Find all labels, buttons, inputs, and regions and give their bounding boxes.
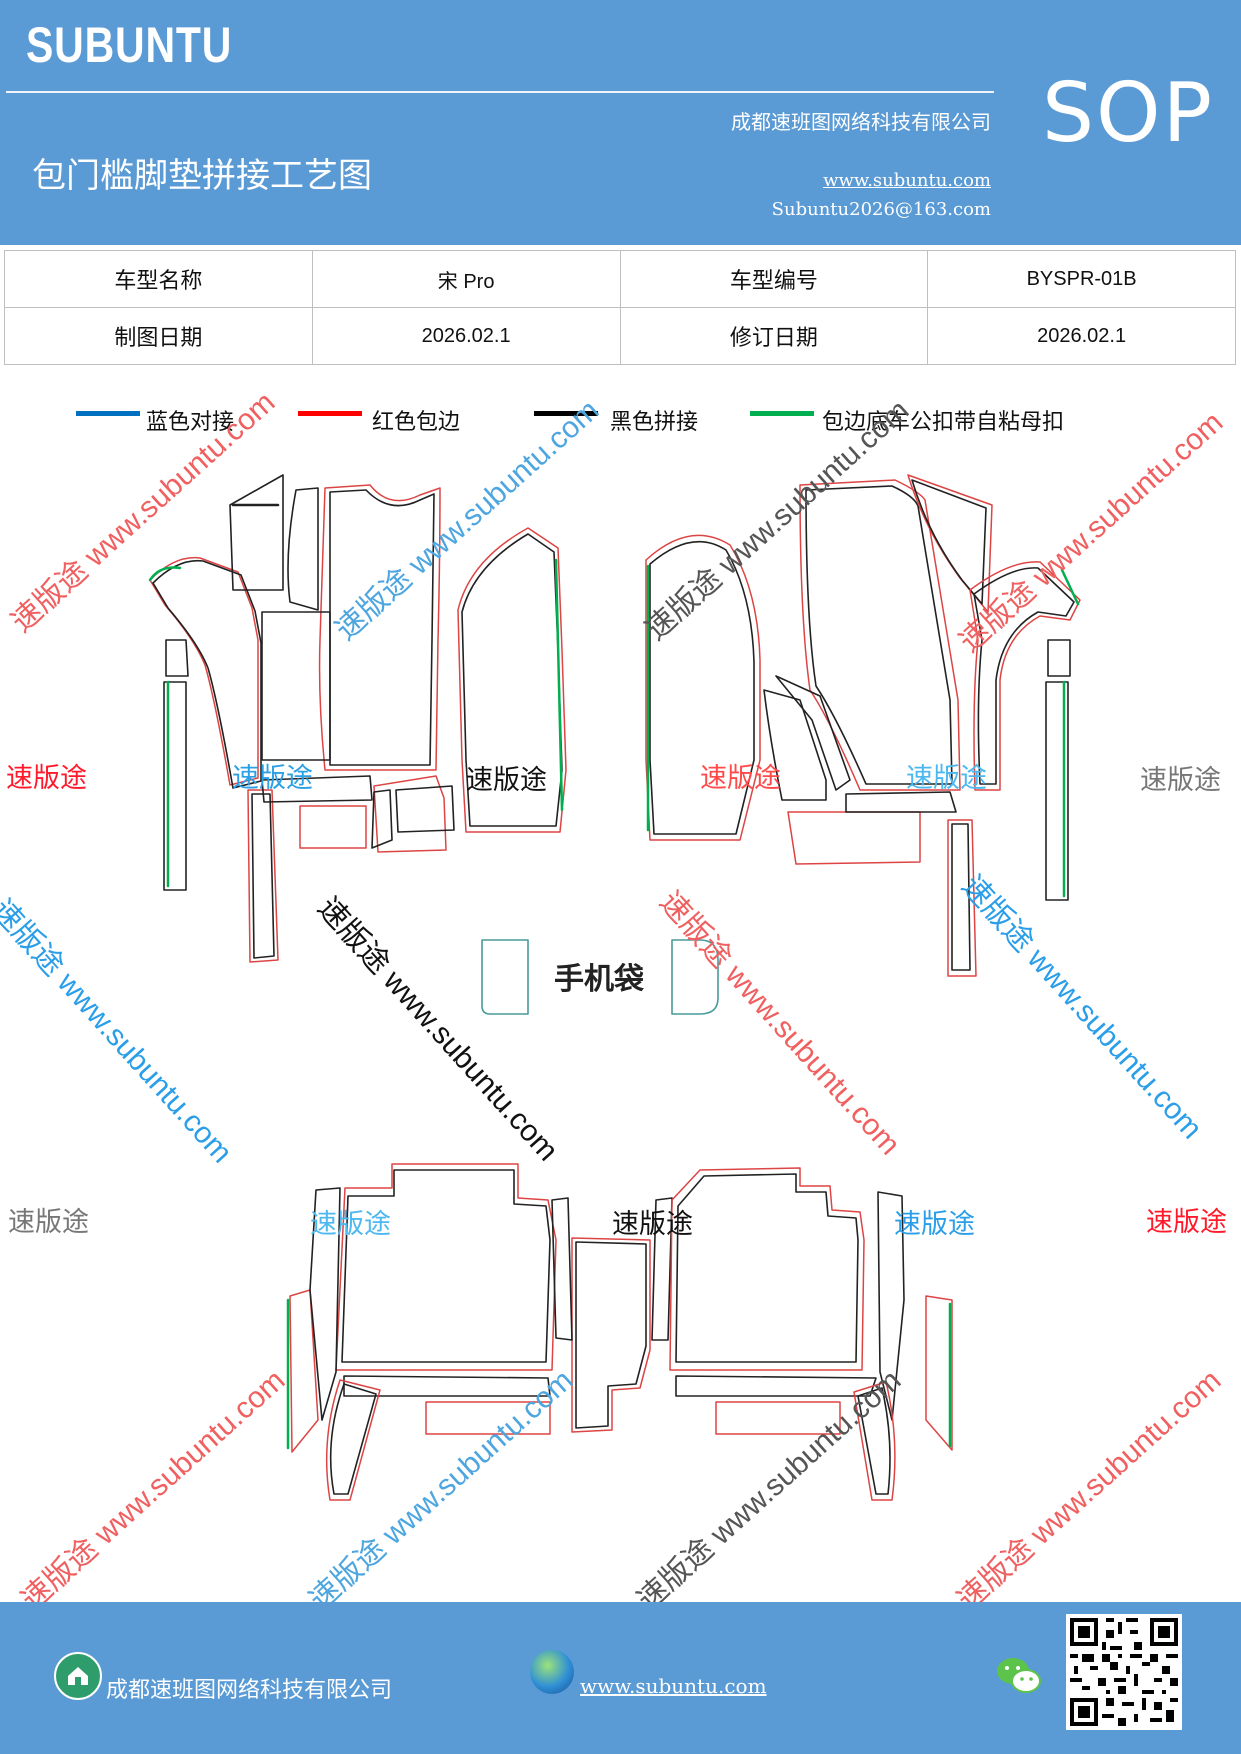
header-company: 成都速班图网络科技有限公司	[731, 110, 991, 134]
legend-swatch	[534, 411, 598, 416]
watermark-label: 速版途	[894, 1209, 975, 1240]
draw-date-value: 2026.02.1	[311, 307, 621, 365]
document-title: 包门槛脚垫拼接工艺图	[32, 156, 372, 196]
sop-badge: SOP	[1042, 66, 1215, 161]
color-legend: 蓝色对接 红色包边 黑色拼接 包边底车公扣带自粘母扣	[0, 400, 1241, 440]
brand-logo: SUBUNTU	[26, 17, 233, 73]
legend-swatch	[750, 411, 814, 416]
watermark-label: 速版途	[466, 765, 547, 796]
model-code-label: 车型编号	[619, 250, 929, 308]
header-email: Subuntu2026@163.com	[771, 199, 991, 220]
table-row: 车型名称 宋 Pro 车型编号 BYSPR-01B	[4, 250, 1236, 308]
header-website-link[interactable]: www.subuntu.com	[823, 170, 991, 191]
watermark-label: 速版途	[700, 763, 781, 794]
legend-label: 红色包边	[372, 410, 461, 435]
watermark-label: 速版途	[8, 1207, 89, 1238]
footer-company: 成都速班图网络科技有限公司	[106, 1678, 393, 1703]
qr-code-icon	[1066, 1614, 1182, 1730]
revise-date-value: 2026.02.1	[927, 307, 1236, 365]
phone-pocket-right	[671, 939, 719, 1015]
top-left-front-mat-pieces	[148, 474, 567, 963]
wechat-icon	[994, 1654, 1044, 1698]
globe-icon	[530, 1650, 574, 1694]
legend-swatch	[298, 411, 362, 416]
legend-label: 包边底车公扣带自粘母扣	[822, 410, 1065, 435]
rear-mat-pieces	[286, 1163, 953, 1501]
legend-label: 黑色拼接	[610, 410, 699, 435]
watermark-label: 速版途	[6, 763, 87, 794]
mat-pattern-diagram	[148, 474, 1081, 1501]
model-name-label: 车型名称	[4, 250, 313, 308]
phone-pocket-left	[481, 939, 529, 1015]
legend-label: 蓝色对接	[146, 410, 235, 435]
top-right-front-mat-pieces	[645, 474, 1081, 977]
model-name-value: 宋 Pro	[311, 250, 621, 308]
table-row: 制图日期 2026.02.1 修订日期 2026.02.1	[4, 307, 1236, 365]
watermark-label: 速版途	[232, 763, 313, 794]
watermark-label: 速版途	[612, 1209, 693, 1240]
revise-date-label: 修订日期	[619, 307, 929, 365]
header-divider	[6, 91, 994, 93]
company-home-icon	[54, 1652, 102, 1700]
draw-date-label: 制图日期	[4, 307, 313, 365]
watermark-label: 速版途	[310, 1209, 391, 1240]
model-code-value: BYSPR-01B	[927, 250, 1236, 308]
footer-website-link[interactable]: www.subuntu.com	[580, 1674, 767, 1698]
legend-swatch	[76, 411, 140, 416]
phone-pocket-label: 手机袋	[554, 962, 644, 997]
footer-banner: 成都速班图网络科技有限公司 www.subuntu.com	[0, 1602, 1241, 1754]
watermark-label: 速版途	[1146, 1207, 1227, 1238]
header-banner: SUBUNTU 成都速班图网络科技有限公司 包门槛脚垫拼接工艺图 www.sub…	[0, 0, 1241, 245]
watermark-label: 速版途	[1140, 765, 1221, 796]
model-info-table: 车型名称 宋 Pro 车型编号 BYSPR-01B 制图日期 2026.02.1…	[4, 250, 1236, 365]
watermark-label: 速版途	[906, 763, 987, 794]
